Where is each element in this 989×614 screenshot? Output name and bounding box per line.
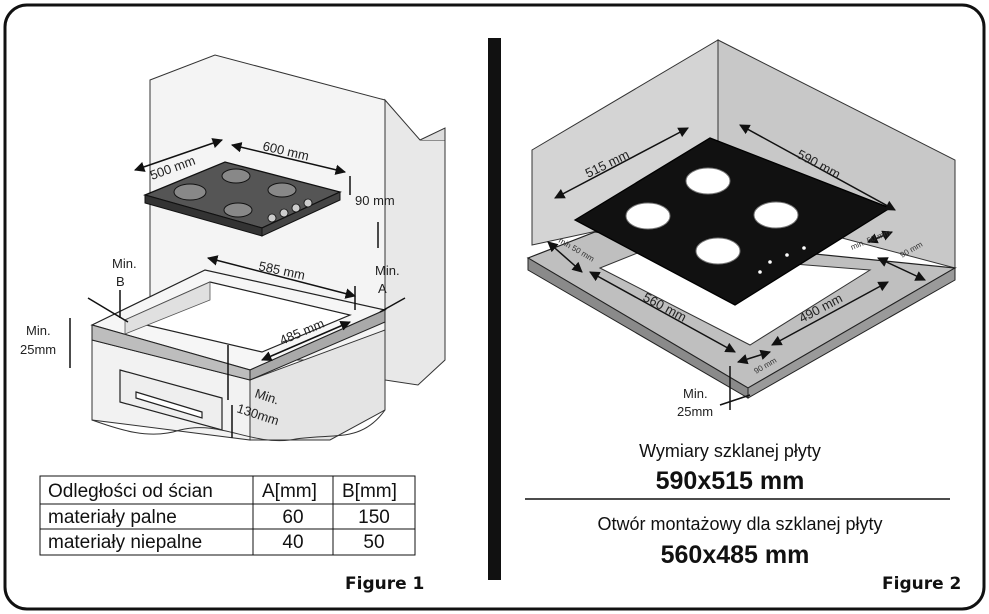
min-a-letter: A	[378, 281, 387, 296]
table-header-b: B[mm]	[342, 481, 397, 502]
figure2-caption: Figure 2	[882, 574, 961, 594]
burner	[223, 202, 253, 218]
cutout-size: 560x485 mm	[661, 541, 810, 569]
min-25-label: Min.	[26, 323, 51, 338]
burner	[267, 182, 297, 198]
cutout-label: Otwór montażowy dla szklanej płyty	[597, 514, 882, 534]
figure1-drawing	[69, 54, 446, 442]
hob-zone	[753, 201, 799, 229]
dim-90: 90 mm	[355, 193, 395, 208]
min-25-value-2: 25mm	[677, 404, 713, 419]
hob-zone	[625, 202, 671, 230]
distance-table	[39, 475, 416, 556]
burner	[221, 168, 251, 184]
glass-label: Wymiary szklanej płyty	[639, 441, 821, 461]
table-cell: 150	[358, 507, 390, 528]
min-b-label: Min.	[112, 256, 137, 271]
figure2-drawing	[526, 39, 957, 410]
burner	[173, 183, 207, 201]
table-row-label: materiały niepalne	[48, 532, 202, 553]
min-a-label: Min.	[375, 263, 400, 278]
drawer-handle	[135, 391, 203, 419]
glass-size: 590x515 mm	[656, 467, 805, 495]
table-cell: 40	[282, 532, 303, 553]
min-25-value: 25mm	[20, 342, 56, 357]
knob	[303, 198, 313, 208]
figure1-caption: Figure 1	[345, 574, 424, 594]
divider-bar	[488, 38, 501, 580]
min-130-label: Min.	[253, 386, 281, 408]
wall-side	[384, 98, 446, 386]
min-b-letter: B	[116, 274, 125, 289]
knob	[291, 203, 301, 213]
table-header-a: A[mm]	[262, 481, 317, 502]
min-25-label-2: Min.	[683, 386, 708, 401]
knob	[267, 213, 277, 223]
table-cell: 50	[363, 532, 384, 553]
hob-zone	[695, 237, 741, 265]
hob-zone	[685, 167, 731, 195]
table-header-distance: Odległości od ścian	[48, 481, 213, 502]
table-cell: 60	[282, 507, 303, 528]
knob	[279, 208, 289, 218]
table-row-label: materiały palne	[48, 507, 177, 528]
